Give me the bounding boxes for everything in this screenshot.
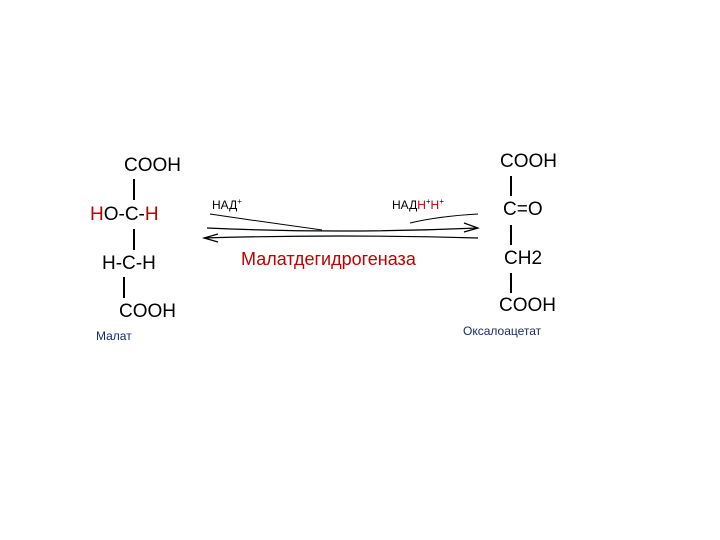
malate-cooh-top: COOH <box>124 155 181 176</box>
malate-row-1: HO-C-H <box>90 205 159 224</box>
oxaloacetate-bond-3 <box>510 273 512 293</box>
oxaloacetate-bond-1 <box>510 176 512 196</box>
reverse-arrow <box>203 235 479 239</box>
malate-row-1-h: H <box>144 204 159 225</box>
cofactor-nadh-charge-1: + <box>425 197 431 206</box>
malate-bond-3 <box>123 277 125 298</box>
forward-arrow <box>206 227 479 232</box>
forward-arrowhead <box>463 222 480 233</box>
malate-name: Малат <box>96 329 132 343</box>
cofactor-proton-charge: + <box>439 197 444 206</box>
malate-bond-2 <box>133 229 135 250</box>
cofactor-nad-charge: + <box>237 197 242 206</box>
malate-row-1-core: O-C- <box>103 204 145 225</box>
nadh-out-curve <box>409 213 479 224</box>
malate-hydroxyl-h: H <box>90 204 104 225</box>
oxaloacetate-cooh-top: COOH <box>500 151 557 172</box>
oxaloacetate-bond-2 <box>510 225 512 245</box>
malate-cooh-bottom: COOH <box>119 301 176 322</box>
oxaloacetate-ch2: CH2 <box>504 248 543 269</box>
cofactor-proton: Н <box>430 198 440 212</box>
oxaloacetate-cooh-bottom: COOH <box>499 295 556 316</box>
cofactor-nadh: НАДН+Н+ <box>392 197 444 212</box>
cofactor-nadh-text: НАД <box>392 198 418 212</box>
oxaloacetate-name: Оксалоацетат <box>463 324 542 338</box>
nad-in-curve <box>209 213 323 231</box>
cofactor-nad-text: НАД <box>212 198 238 212</box>
malate-row-2: H-C-H <box>102 253 156 274</box>
cofactor-nad-plus: НАД+ <box>212 197 242 212</box>
oxaloacetate-carbonyl: C=O <box>503 199 543 220</box>
reverse-arrowhead <box>201 233 219 243</box>
cofactor-nadh-h: Н <box>417 198 426 212</box>
malate-bond-1 <box>133 179 135 200</box>
enzyme-label: Малатдегидрогеназа <box>241 249 416 269</box>
